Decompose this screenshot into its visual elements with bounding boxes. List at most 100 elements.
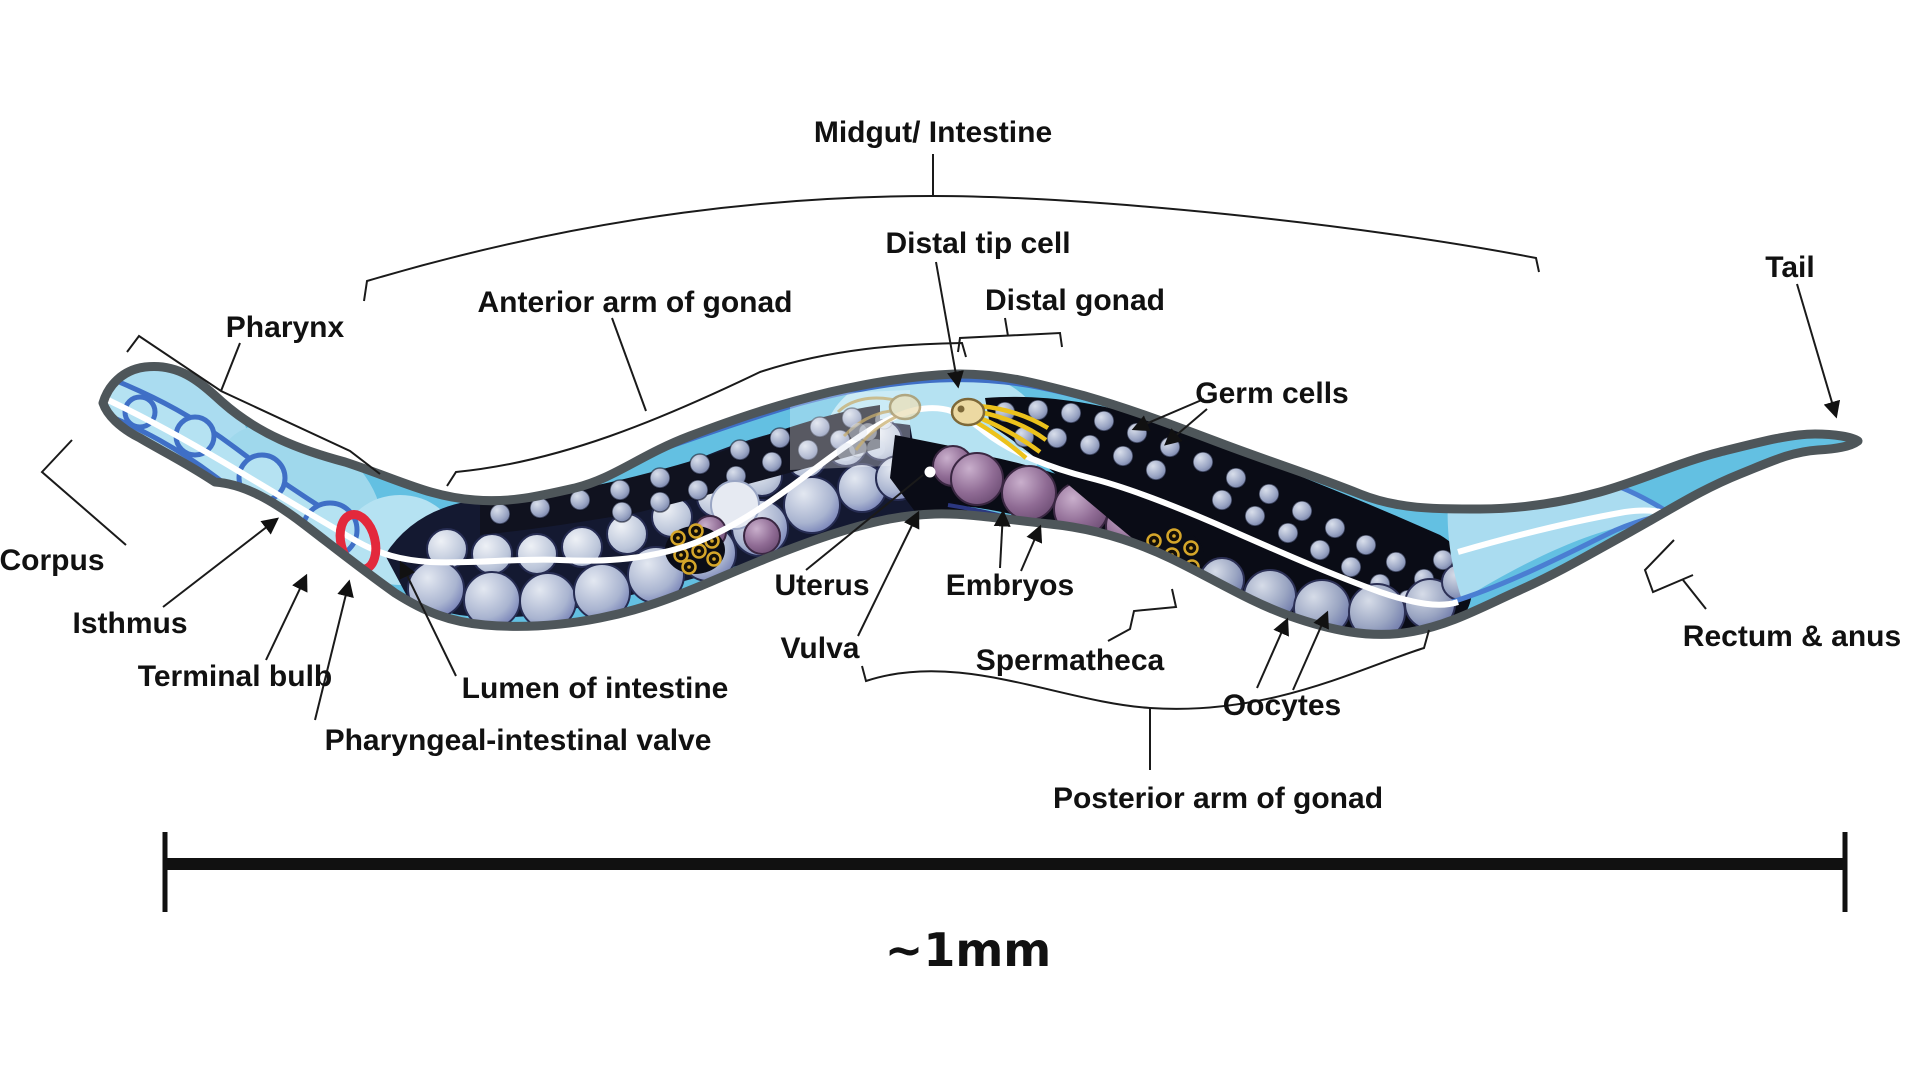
embryos-arrow-1 xyxy=(993,509,1011,569)
germ-cell xyxy=(1060,402,1082,424)
germ-cell xyxy=(761,451,783,473)
label-posterior-arm: Posterior arm of gonad xyxy=(1053,782,1383,815)
sperm-cell-core xyxy=(1157,575,1161,579)
distal-gonad-tick xyxy=(1004,317,1009,337)
scale-bar: ~1mm xyxy=(162,832,1848,977)
distal-gonad-bracket xyxy=(957,331,1063,353)
label-oocytes: Oocytes xyxy=(1223,689,1341,722)
label-germ-cells: Germ cells xyxy=(1195,377,1348,410)
germ-cell xyxy=(1385,551,1407,573)
germ-cell xyxy=(1291,500,1313,522)
sperm-cell-core xyxy=(1152,539,1156,543)
valve-arrow xyxy=(314,579,354,721)
intestine-cell xyxy=(471,533,513,575)
germ-cell xyxy=(1324,517,1346,539)
germ-cell xyxy=(1258,483,1280,505)
oocytes-arrow-1 xyxy=(1256,617,1289,689)
label-valve: Pharyngeal-intestinal valve xyxy=(325,724,712,757)
germ-cells-arrow-2 xyxy=(1164,408,1208,446)
intestine-cell xyxy=(783,476,841,534)
germ-cell xyxy=(1112,445,1134,467)
label-rectum-anus: Rectum & anus xyxy=(1683,620,1901,653)
rectum-channel xyxy=(1447,474,1671,605)
midgut-bracket xyxy=(363,194,1540,302)
label-corpus: Corpus xyxy=(0,544,105,577)
distal-tip-cell-anterior xyxy=(836,393,922,461)
worm-illustration xyxy=(71,334,1858,640)
label-midgut-intestine: Midgut/ Intestine xyxy=(814,116,1052,149)
label-tail: Tail xyxy=(1765,251,1814,284)
rectum-bracket xyxy=(1643,539,1694,594)
rectum-tick xyxy=(1682,579,1707,610)
label-pharynx: Pharynx xyxy=(226,311,345,344)
germ-cell xyxy=(611,501,633,523)
spermatheca-bracket xyxy=(1107,588,1178,642)
sperm-cell-core xyxy=(694,529,698,533)
connectors xyxy=(40,154,1841,770)
germ-cell xyxy=(769,427,791,449)
corpus-bracket xyxy=(40,439,127,546)
distal-tip-cell-posterior xyxy=(950,397,1050,460)
distal-tip-cell-arrow xyxy=(935,261,964,389)
germ-cell xyxy=(1340,556,1362,578)
oocytes-arrow-2 xyxy=(1292,610,1329,691)
germ-cell xyxy=(1355,534,1377,556)
embryo xyxy=(950,452,1004,506)
sperm-cell-core xyxy=(697,549,701,553)
vulva-arrow xyxy=(857,510,920,637)
germ-cell xyxy=(1126,422,1148,444)
sperm-cell-core xyxy=(1172,534,1176,538)
sperm-cell xyxy=(1151,569,1167,585)
sperm-cell-core xyxy=(1177,571,1181,575)
label-spermatheca: Spermatheca xyxy=(976,644,1165,677)
germ-cell xyxy=(649,491,671,513)
embryo xyxy=(1001,465,1057,521)
germ-cell xyxy=(797,439,819,461)
germ-cell xyxy=(1211,489,1233,511)
germ-cell xyxy=(687,479,709,501)
sperm-cell-core xyxy=(1150,557,1154,561)
terminal-bulb-arrow xyxy=(265,573,308,661)
label-terminal-bulb: Terminal bulb xyxy=(138,660,332,693)
anterior-arm-tick xyxy=(611,317,647,412)
sperm-cell-core xyxy=(712,557,716,561)
germ-cells-arrow-1 xyxy=(1131,398,1205,432)
intestine-cell xyxy=(516,533,558,575)
label-distal-tip-cell: Distal tip cell xyxy=(885,227,1070,260)
germ-cell xyxy=(1093,410,1115,432)
sperm-cell-core xyxy=(1189,546,1193,550)
labels: Midgut/ Intestine Distal tip cell Anteri… xyxy=(0,116,1901,815)
anterior-arm-bracket xyxy=(446,341,967,487)
germ-cell xyxy=(809,416,831,438)
embryos-arrow-2 xyxy=(1020,524,1043,572)
uterus-line xyxy=(805,474,924,571)
label-anterior-arm: Anterior arm of gonad xyxy=(477,286,792,319)
label-lumen: Lumen of intestine xyxy=(462,672,729,705)
germ-cell xyxy=(1079,434,1101,456)
embryo-cell xyxy=(743,517,781,555)
germ-cell xyxy=(1244,505,1266,527)
sperm-cell-core xyxy=(676,536,680,540)
germ-cell xyxy=(1046,427,1068,449)
germ-cell xyxy=(609,479,631,501)
germ-cell xyxy=(1309,539,1331,561)
intestine-cell xyxy=(561,526,603,568)
sperm-cell-core xyxy=(687,565,691,569)
germ-cell xyxy=(489,503,511,525)
lumen-line xyxy=(106,397,1459,608)
scale-bar-label: ~1mm xyxy=(885,923,1051,977)
lumen-arrow xyxy=(399,560,457,677)
germ-cell xyxy=(649,467,671,489)
germ-cell xyxy=(729,439,751,461)
germ-cell xyxy=(1225,467,1247,489)
germ-cell xyxy=(1192,451,1214,473)
pharynx-tick xyxy=(220,342,241,392)
label-uterus: Uterus xyxy=(774,569,869,602)
sperm-cell-core xyxy=(679,553,683,557)
label-isthmus: Isthmus xyxy=(72,607,187,640)
label-distal-gonad: Distal gonad xyxy=(985,284,1165,317)
germ-cell xyxy=(1277,522,1299,544)
label-embryos: Embryos xyxy=(946,569,1074,602)
